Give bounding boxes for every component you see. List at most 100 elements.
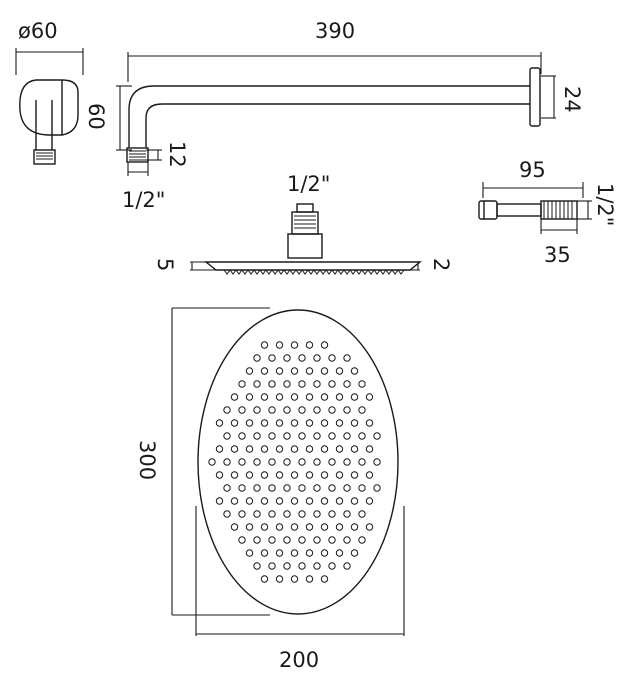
nozzle-hole <box>238 536 246 544</box>
nozzle-hole <box>260 341 269 349</box>
nozzle-hole <box>238 484 246 492</box>
nozzle-hole <box>253 406 261 414</box>
adapter-drawing <box>478 182 592 234</box>
nozzle-hole <box>283 354 291 362</box>
nozzle-hole <box>230 393 239 401</box>
nozzle-hole <box>275 497 284 505</box>
outlet-depth-label: 60 <box>84 103 108 130</box>
nozzle-hole <box>305 367 314 375</box>
nozzle-hole <box>290 445 299 453</box>
nozzle-hole <box>223 432 231 440</box>
nozzle-hole <box>313 536 321 544</box>
nozzle-hole <box>335 523 344 531</box>
nozzle-hole <box>208 458 216 466</box>
outlet-thread-label: 1/2" <box>122 188 165 212</box>
nozzle-hole <box>260 523 269 531</box>
outlet-diameter-label: ø60 <box>18 19 58 43</box>
nozzle-hole <box>230 523 239 531</box>
head-inlet-label: 1/2" <box>287 172 330 196</box>
nozzle-hole <box>305 575 314 583</box>
nozzle-hole <box>268 536 276 544</box>
nozzle-hole <box>350 497 359 505</box>
nozzle-hole <box>245 523 254 531</box>
wall-outlet-drawing <box>15 48 84 165</box>
nozzle-hole <box>335 393 344 401</box>
nozzle-hole <box>260 445 269 453</box>
adapter-thread-label: 1/2" <box>593 183 617 226</box>
nozzle-hole <box>283 510 291 518</box>
nozzle-hole <box>328 562 336 570</box>
nozzle-hole <box>328 458 336 466</box>
nozzle-hole <box>215 445 224 453</box>
nozzle-hole <box>298 510 306 518</box>
nozzle-hole <box>320 471 329 479</box>
nozzle-hole <box>298 484 306 492</box>
nozzle-hole <box>275 445 284 453</box>
nozzle-hole <box>320 523 329 531</box>
nozzle-hole <box>320 575 329 583</box>
nozzle-hole <box>253 484 261 492</box>
nozzle-hole <box>358 484 366 492</box>
nozzle-hole <box>365 471 374 479</box>
nozzle-hole <box>253 354 261 362</box>
nozzle-hole <box>268 432 276 440</box>
arm-length-label: 390 <box>315 19 355 43</box>
nozzle-hole <box>350 471 359 479</box>
nozzle-hole <box>283 484 291 492</box>
nozzle-hole <box>328 380 336 388</box>
nozzle-hole <box>245 419 254 427</box>
nozzle-hole <box>320 367 329 375</box>
nozzle-hole <box>313 380 321 388</box>
nozzle-hole <box>283 536 291 544</box>
nozzle-hole <box>238 458 246 466</box>
nozzle-hole <box>365 445 374 453</box>
nozzle-hole <box>335 471 344 479</box>
nozzle-hole <box>305 419 314 427</box>
nozzle-hole <box>260 393 269 401</box>
nozzle-hole <box>343 380 351 388</box>
nozzle-hole <box>290 549 299 557</box>
nozzle-hole <box>343 432 351 440</box>
nozzle-hole <box>245 471 254 479</box>
nozzle-hole <box>343 458 351 466</box>
nozzle-hole <box>290 419 299 427</box>
nozzle-hole <box>275 549 284 557</box>
nozzle-hole <box>283 562 291 570</box>
nozzle-hole <box>373 458 381 466</box>
nozzle-hole <box>313 484 321 492</box>
nozzle-hole <box>290 497 299 505</box>
nozzle-hole <box>358 406 366 414</box>
nozzle-hole <box>275 419 284 427</box>
nozzle-hole <box>260 419 269 427</box>
nozzle-hole <box>283 406 291 414</box>
head-right-thickness-label: 2 <box>429 258 453 271</box>
nozzle-hole <box>343 536 351 544</box>
nozzle-hole <box>290 341 299 349</box>
nozzle-hole <box>290 367 299 375</box>
nozzle-hole <box>268 458 276 466</box>
nozzle-hole <box>245 549 254 557</box>
nozzle-hole <box>230 445 239 453</box>
nozzle-hole <box>283 380 291 388</box>
nozzle-hole <box>373 432 381 440</box>
nozzle-hole <box>328 484 336 492</box>
nozzle-hole <box>215 497 224 505</box>
nozzle-hole <box>268 562 276 570</box>
nozzle-hole <box>305 341 314 349</box>
nozzle-hole <box>343 406 351 414</box>
nozzle-hole <box>238 406 246 414</box>
nozzle-hole <box>373 484 381 492</box>
nozzle-hole <box>365 393 374 401</box>
nozzle-hole <box>298 354 306 362</box>
nozzle-hole <box>320 393 329 401</box>
adapter-length-label: 95 <box>519 158 546 182</box>
nozzle-hole <box>350 419 359 427</box>
nozzle-hole <box>223 458 231 466</box>
head-width-label: 200 <box>279 648 319 672</box>
nozzle-hole <box>275 523 284 531</box>
nozzle-hole <box>275 367 284 375</box>
nozzle-hole <box>365 419 374 427</box>
nozzle-hole <box>358 432 366 440</box>
nozzle-hole <box>365 523 374 531</box>
